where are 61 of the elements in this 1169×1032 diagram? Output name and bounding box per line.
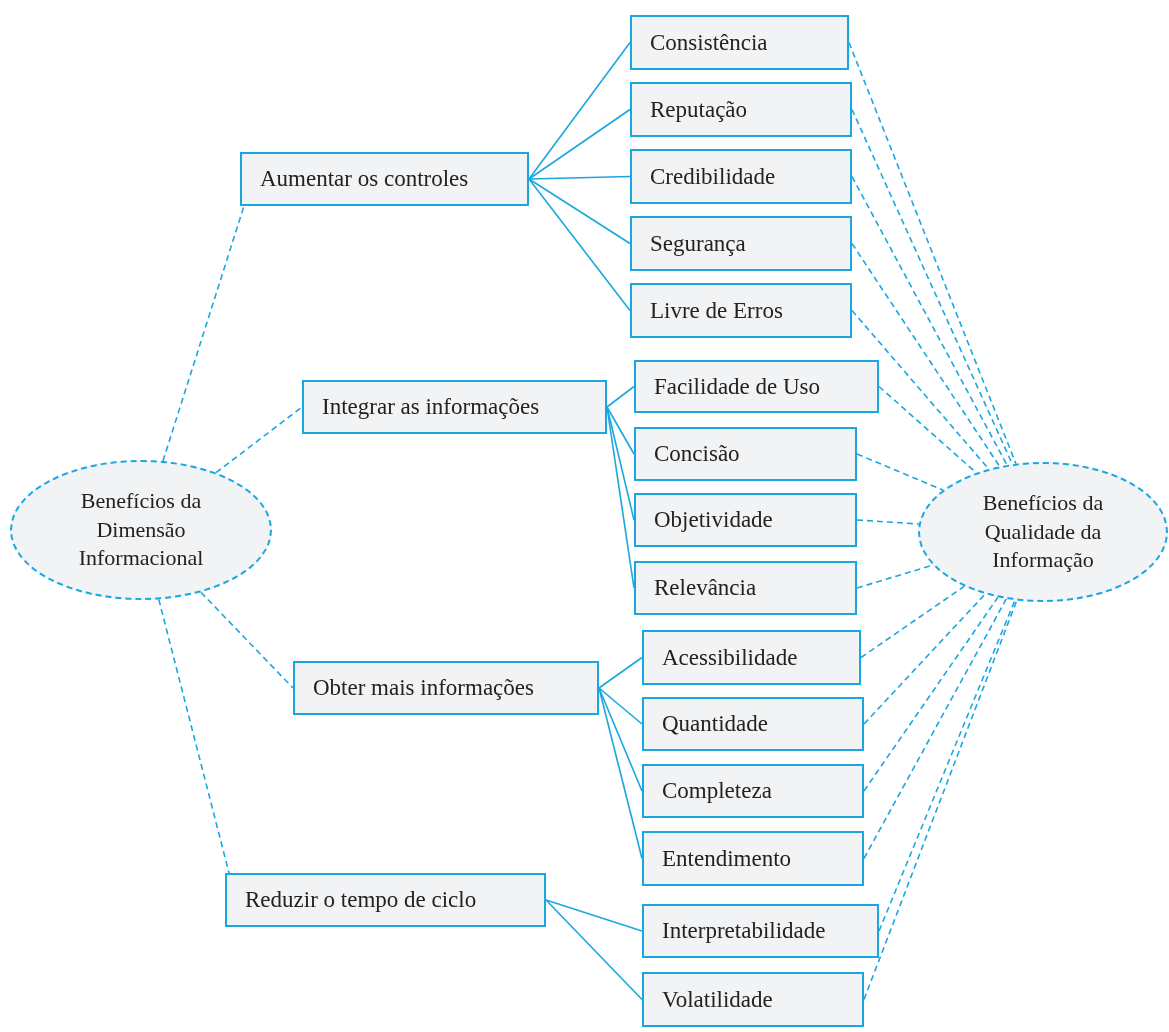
connector-line bbox=[528, 178, 631, 312]
category-box bbox=[630, 15, 849, 70]
node-label: Consistência bbox=[650, 29, 768, 56]
node-label: Credibilidade bbox=[650, 163, 776, 190]
dashed-connector bbox=[162, 205, 245, 462]
node-label: Reduzir o tempo de ciclo bbox=[245, 887, 477, 913]
category-box bbox=[642, 697, 864, 751]
connector-line bbox=[528, 41, 631, 180]
category-box bbox=[302, 380, 607, 434]
category-box bbox=[630, 283, 852, 338]
dashed-connector bbox=[851, 309, 990, 470]
node-label: Benefícios da Qualidade da Informação bbox=[981, 489, 1105, 575]
category-box bbox=[630, 82, 852, 137]
node-label: Concisão bbox=[654, 441, 740, 467]
connector-line bbox=[598, 687, 643, 725]
node-label: Integrar as informações bbox=[322, 394, 540, 420]
connector-line bbox=[545, 899, 643, 932]
dashed-connector bbox=[856, 519, 920, 525]
node-label: Reputação bbox=[650, 96, 748, 123]
node-label: Quantidade bbox=[662, 711, 768, 737]
connector-line bbox=[528, 175, 631, 180]
connector-line bbox=[598, 656, 643, 689]
node-label: Interpretabilidade bbox=[662, 918, 826, 944]
category-box bbox=[634, 493, 857, 547]
category-box bbox=[634, 427, 857, 481]
connector-line bbox=[606, 406, 635, 455]
node-label: Acessibilidade bbox=[662, 644, 798, 671]
dashed-connector bbox=[200, 591, 294, 689]
node-label: Entendimento bbox=[662, 845, 792, 872]
category-box bbox=[634, 360, 879, 413]
dashed-connector bbox=[860, 585, 965, 659]
category-box bbox=[642, 904, 879, 958]
node-label: Volatilidade bbox=[662, 986, 773, 1013]
node-label: Facilidade de Uso bbox=[654, 373, 821, 400]
category-box bbox=[642, 831, 864, 886]
category-box bbox=[293, 661, 599, 715]
node-label: Livre de Erros bbox=[650, 297, 783, 324]
node-label: Benefícios da Dimensão Informacional bbox=[77, 487, 205, 573]
dashed-connector bbox=[863, 593, 986, 725]
dashed-connector bbox=[863, 596, 999, 792]
node-label: Completeza bbox=[662, 778, 772, 804]
category-box bbox=[642, 972, 864, 1027]
category-box bbox=[225, 873, 546, 927]
dashed-connector bbox=[215, 406, 303, 474]
node-label: Aumentar os controles bbox=[260, 166, 469, 192]
node-label: Objetividade bbox=[654, 507, 773, 533]
category-box bbox=[630, 216, 852, 271]
category-box bbox=[642, 764, 864, 818]
category-box bbox=[240, 152, 529, 206]
category-box bbox=[630, 149, 852, 204]
node-label: Obter mais informações bbox=[313, 675, 534, 701]
connector-line bbox=[528, 108, 631, 180]
connector-line bbox=[545, 899, 643, 1001]
connector-line bbox=[528, 178, 631, 245]
node-label: Relevância bbox=[654, 575, 757, 601]
dashed-connector bbox=[158, 598, 230, 874]
node-label: Segurança bbox=[650, 230, 746, 257]
category-box bbox=[642, 630, 861, 685]
connector-line bbox=[606, 385, 635, 408]
dashed-connector bbox=[856, 453, 944, 491]
category-box bbox=[634, 561, 857, 615]
